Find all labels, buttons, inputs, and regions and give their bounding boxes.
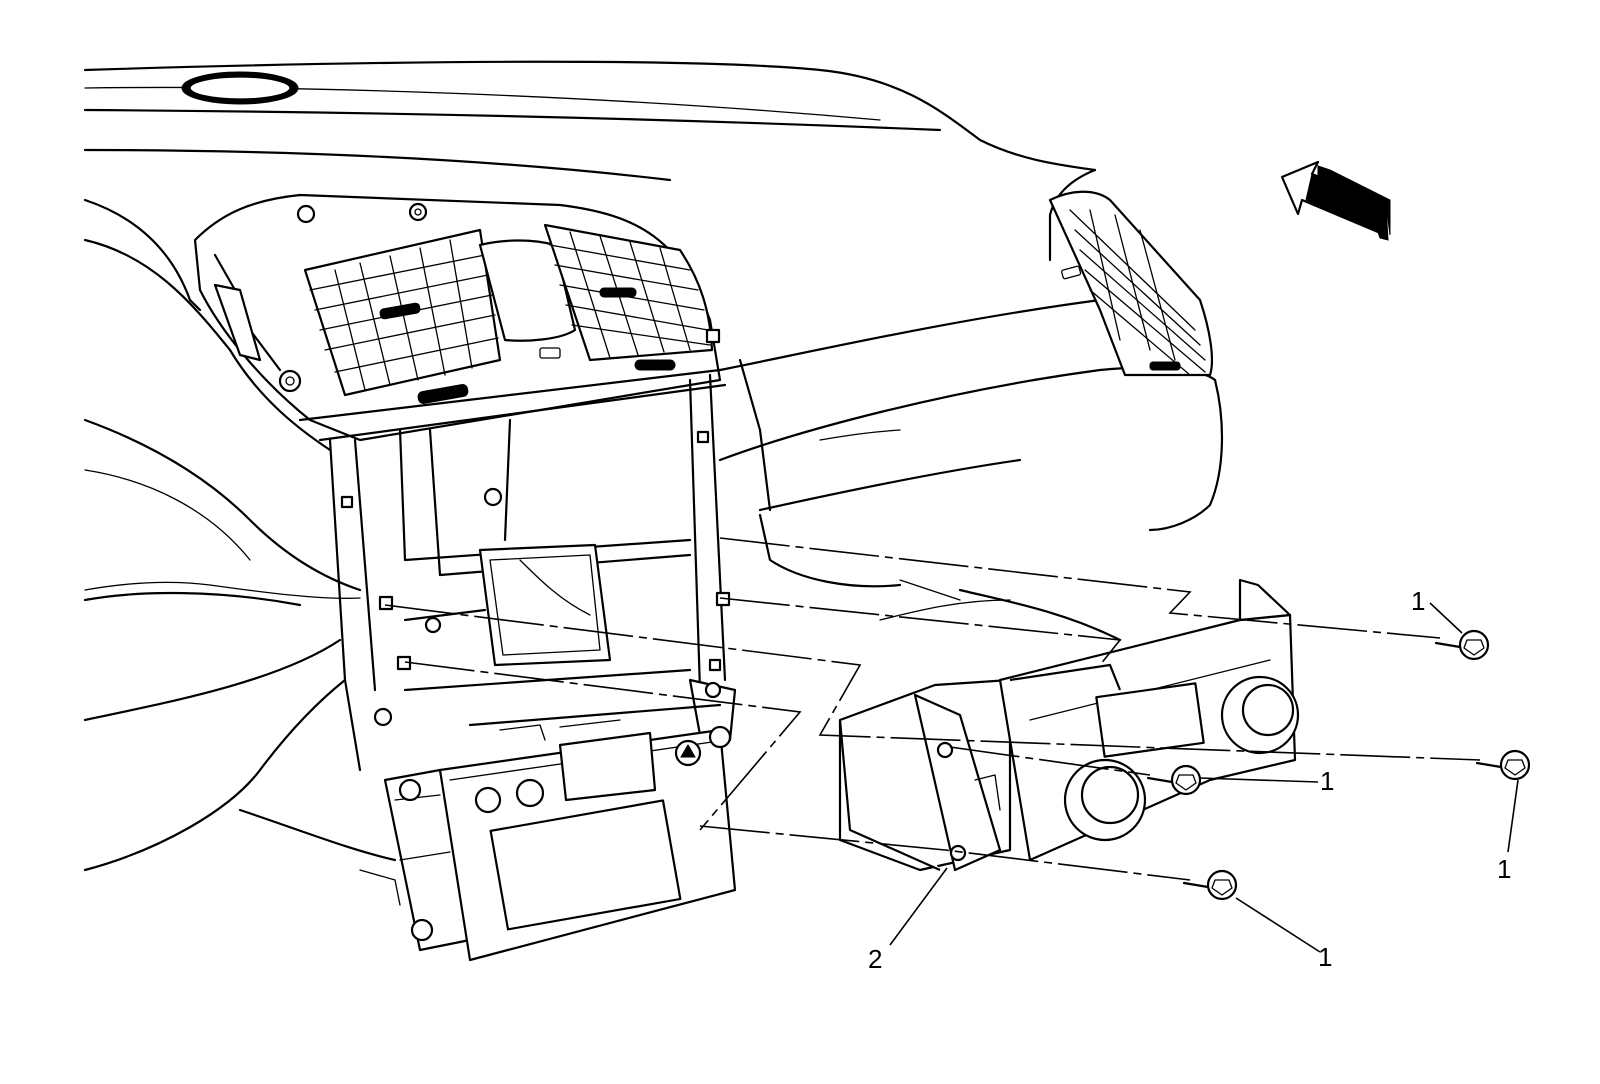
- callout-1-bottom: 1: [1318, 942, 1333, 972]
- callout-leaders: [889, 602, 1519, 953]
- control-module-icon: [838, 578, 1300, 872]
- direction-arrow-icon: [1280, 160, 1391, 241]
- fastener-icon: [1146, 629, 1531, 901]
- callout-1-right: 1: [1497, 854, 1512, 884]
- radio-bezel: [383, 703, 737, 962]
- callout-1-mid: 1: [1320, 766, 1335, 796]
- callout-2: 2: [868, 944, 883, 974]
- mounting-frame: [328, 328, 737, 772]
- instrument-panel: [83, 60, 1224, 906]
- alignment-lines: [384, 537, 1481, 881]
- center-vent-bezel: [193, 193, 727, 442]
- callout-1-top: 1: [1411, 586, 1426, 616]
